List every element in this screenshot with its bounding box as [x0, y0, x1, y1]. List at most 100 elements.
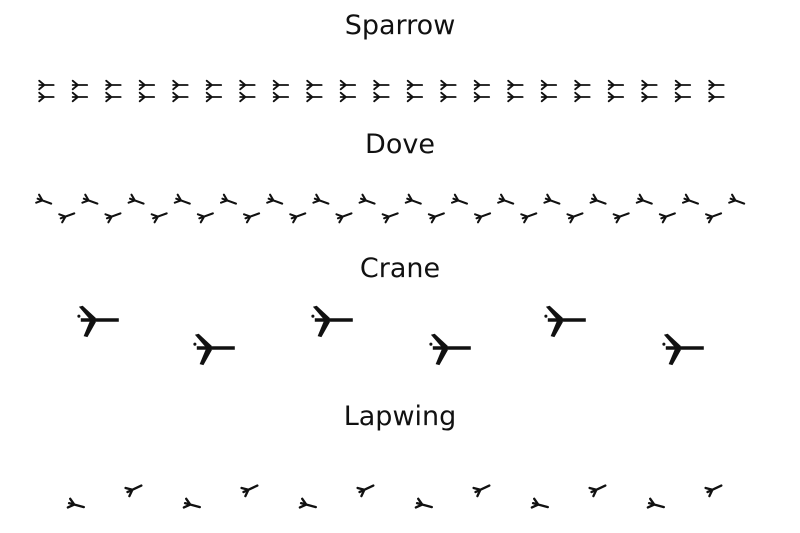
sparrow-footprint: [641, 79, 658, 91]
lapwing-footprint: [588, 484, 607, 498]
sparrow-footprint: [306, 91, 323, 103]
sparrow-footprint: [138, 91, 156, 103]
crane-footprint: [193, 333, 235, 366]
sparrow-footprint: [38, 91, 55, 103]
sparrow-footprint: [574, 91, 591, 103]
sparrow-footprint: [306, 79, 323, 91]
dove-footprint: [589, 193, 607, 205]
sparrow-footprint: [473, 79, 491, 91]
sparrow-footprint: [71, 91, 89, 103]
sparrow-footprint: [339, 79, 357, 91]
sparrow-footprint: [71, 79, 89, 91]
dove-footprint: [543, 193, 561, 205]
dove-footprint: [289, 212, 307, 224]
dove-title: Dove: [365, 129, 435, 160]
dove-track-row: [35, 193, 746, 224]
dove-footprint: [335, 212, 353, 224]
sparrow-footprint: [272, 79, 290, 91]
lapwing-title: Lapwing: [343, 401, 457, 432]
crane-footprint: [544, 305, 586, 338]
dove-footprint: [381, 212, 399, 224]
lapwing-track-row: [66, 484, 723, 509]
dove-footprint: [35, 193, 53, 205]
crane-footprint: [311, 305, 353, 338]
sparrow-footprint: [406, 91, 424, 103]
lapwing-footprint: [472, 484, 491, 498]
dove-footprint: [427, 212, 445, 224]
sparrow-footprint: [674, 79, 692, 91]
dove-footprint: [104, 212, 122, 224]
sparrow-footprint: [674, 91, 692, 103]
lapwing-footprint: [530, 497, 549, 509]
dove-footprint: [520, 212, 538, 224]
sparrow-footprint: [574, 79, 591, 91]
dove-footprint: [635, 193, 653, 205]
sparrow-track-row: [38, 79, 725, 103]
sparrow-footprint: [708, 91, 725, 103]
sparrow-footprint: [373, 79, 390, 91]
dove-footprint: [497, 193, 515, 205]
lapwing-footprint: [646, 497, 665, 509]
dove-footprint: [196, 212, 214, 224]
sparrow-footprint: [38, 79, 55, 91]
sparrow-footprint: [172, 79, 189, 91]
crane-footprint: [429, 333, 471, 366]
dove-footprint: [728, 193, 746, 205]
lapwing-footprint: [704, 484, 723, 498]
dove-footprint: [658, 212, 676, 224]
sparrow-footprint: [105, 91, 122, 103]
sparrow-footprint: [473, 91, 491, 103]
dove-footprint: [127, 193, 145, 205]
dove-footprint: [474, 212, 492, 224]
dove-footprint: [681, 193, 700, 205]
dove-footprint: [150, 212, 168, 224]
sparrow-footprint: [205, 79, 223, 91]
dove-footprint: [58, 212, 76, 224]
sparrow-footprint: [239, 91, 256, 103]
lapwing-footprint: [414, 497, 433, 509]
sparrow-footprint: [641, 91, 658, 103]
crane-footprint: [77, 305, 119, 338]
sparrow-footprint: [406, 79, 424, 91]
crane-track-row: [77, 305, 704, 366]
dove-footprint: [266, 193, 284, 205]
sparrow-footprint: [708, 79, 725, 91]
dove-footprint: [358, 193, 376, 205]
sparrow-footprint: [339, 91, 357, 103]
sparrow-footprint: [105, 79, 122, 91]
sparrow-footprint: [138, 79, 156, 91]
lapwing-footprint: [66, 497, 85, 509]
dove-footprint: [243, 212, 261, 224]
dove-footprint: [173, 193, 191, 205]
sparrow-footprint: [205, 91, 223, 103]
sparrow-footprint: [540, 91, 558, 103]
dove-footprint: [450, 193, 469, 205]
sparrow-footprint: [272, 91, 290, 103]
dove-footprint: [705, 212, 723, 224]
sparrow-footprint: [172, 91, 189, 103]
sparrow-footprint: [440, 79, 457, 91]
sparrow-footprint: [373, 91, 390, 103]
lapwing-footprint: [298, 497, 317, 509]
sparrow-title: Sparrow: [344, 10, 456, 41]
sparrow-footprint: [540, 79, 558, 91]
dove-footprint: [312, 193, 330, 205]
sparrow-footprint: [239, 79, 256, 91]
dove-footprint: [404, 193, 422, 205]
sparrow-footprint: [507, 91, 524, 103]
dove-footprint: [81, 193, 99, 205]
sparrow-footprint: [507, 79, 524, 91]
lapwing-footprint: [356, 484, 375, 498]
dove-footprint: [219, 193, 238, 205]
lapwing-footprint: [124, 484, 143, 498]
lapwing-footprint: [182, 497, 201, 509]
dove-footprint: [566, 212, 584, 224]
sparrow-footprint: [607, 79, 625, 91]
crane-title: Crane: [359, 253, 441, 284]
sparrow-footprint: [607, 91, 625, 103]
crane-footprint: [662, 333, 704, 366]
sparrow-footprint: [440, 91, 457, 103]
dove-footprint: [612, 212, 630, 224]
